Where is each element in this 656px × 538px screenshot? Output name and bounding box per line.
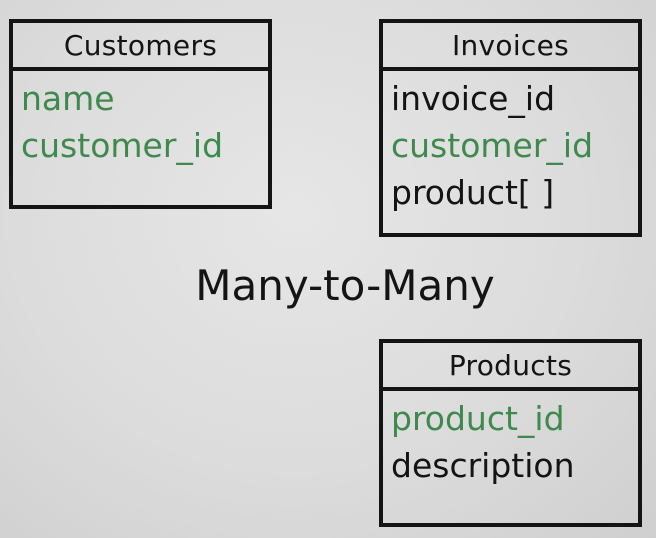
products-field-list: product_id description [383,391,638,489]
invoices-table-title: Invoices [383,23,638,71]
invoices-field-customer-id: customer_id [391,126,594,165]
products-field-product-id: product_id [391,399,565,438]
invoices-table: Invoices invoice_id customer_id product[… [379,19,642,237]
products-table: Products product_id description [379,339,642,527]
products-table-title: Products [383,343,638,391]
relationship-type-label: Many-to-Many [195,261,495,310]
customers-field-list: name customer_id [13,71,268,169]
invoices-field-product-array: product[ ] [391,173,555,212]
customers-table: Customers name customer_id [9,19,272,209]
customers-field-customer-id: customer_id [21,126,224,165]
customers-table-title: Customers [13,23,268,71]
customers-field-name: name [21,79,115,118]
invoices-field-invoice-id: invoice_id [391,79,556,118]
products-field-description: description [391,446,575,485]
invoices-field-list: invoice_id customer_id product[ ] [383,71,638,216]
